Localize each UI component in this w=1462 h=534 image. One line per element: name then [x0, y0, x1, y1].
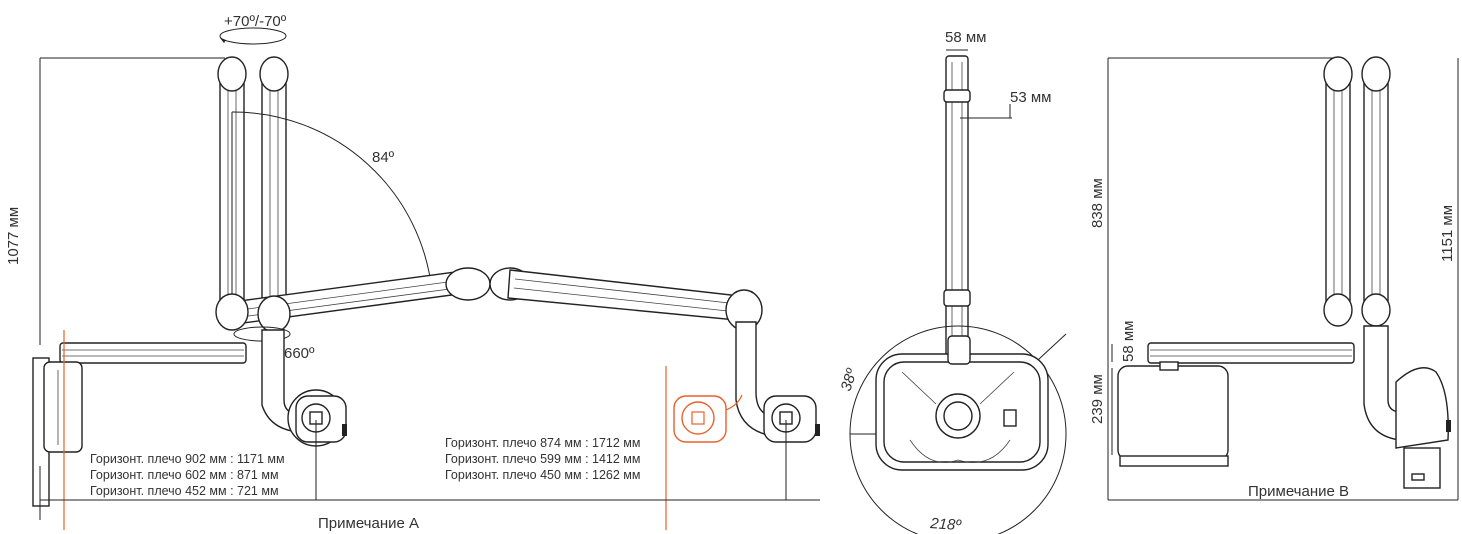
view-a: 1077 мм +70º/-70º 84º 660º [5, 13, 820, 532]
b-xray-head [1395, 367, 1449, 449]
right-note-1: Горизонт. плечо 874 мм : 1712 мм [445, 436, 641, 450]
wall-control-box [43, 361, 83, 453]
base-joint-left [215, 293, 249, 331]
b-collimator [1403, 447, 1441, 489]
angle-label: 84º [372, 149, 395, 166]
right-note-2: Горизонт. плечо 599 мм : 1412 мм [445, 452, 641, 466]
view-top: 58 мм 53 мм 38º 218º [838, 29, 1067, 534]
right-note-3: Горизонт. плечо 450 мм : 1262 мм [445, 468, 641, 482]
b-drop-arm [1363, 325, 1401, 441]
top-width-label: 58 мм [945, 29, 986, 46]
left-note-2: Горизонт. плечо 602 мм : 871 мм [90, 468, 279, 482]
caption-b: Примечание B [1248, 483, 1349, 500]
b-control-box [1117, 365, 1229, 461]
rotation-ellipse [219, 27, 287, 45]
height-total-label: 1151 мм [1439, 205, 1456, 262]
b-horizontal-arm [1147, 342, 1355, 364]
height-label: 1077 мм [5, 207, 22, 265]
elbow-joint-left [445, 267, 491, 301]
horizontal-arm [59, 342, 247, 364]
arm-thickness-label: 58 мм [1120, 321, 1137, 362]
box-height-label: 239 мм [1089, 374, 1106, 424]
right-arm [507, 269, 741, 321]
height-upper-label: 838 мм [1089, 178, 1106, 228]
top-joint-left [217, 56, 247, 92]
b-vertical-arm-left [1325, 77, 1351, 311]
top-joint-right [259, 56, 289, 92]
caption-a: Примечание A [318, 515, 419, 532]
b-vertical-arm-right [1363, 77, 1389, 311]
angle-left-label: 38º [838, 365, 861, 393]
swivel-label: 660º [284, 345, 315, 362]
angle-bottom-label: 218º [929, 515, 963, 534]
left-note-3: Горизонт. плечо 452 мм : 721 мм [90, 484, 279, 498]
arm-width-label: 53 мм [1010, 89, 1051, 106]
rotation-label: +70º/-70º [224, 13, 287, 30]
rotation-arrow-icon [220, 38, 226, 43]
left-note-1: Горизонт. плечо 902 мм : 1171 мм [90, 452, 285, 466]
vertical-arm-right [261, 77, 287, 311]
angle-arc [231, 111, 433, 293]
alternate-head-position [673, 394, 743, 443]
view-b: 838 мм 1151 мм 58 мм 239 мм Примечание B [1089, 56, 1459, 501]
